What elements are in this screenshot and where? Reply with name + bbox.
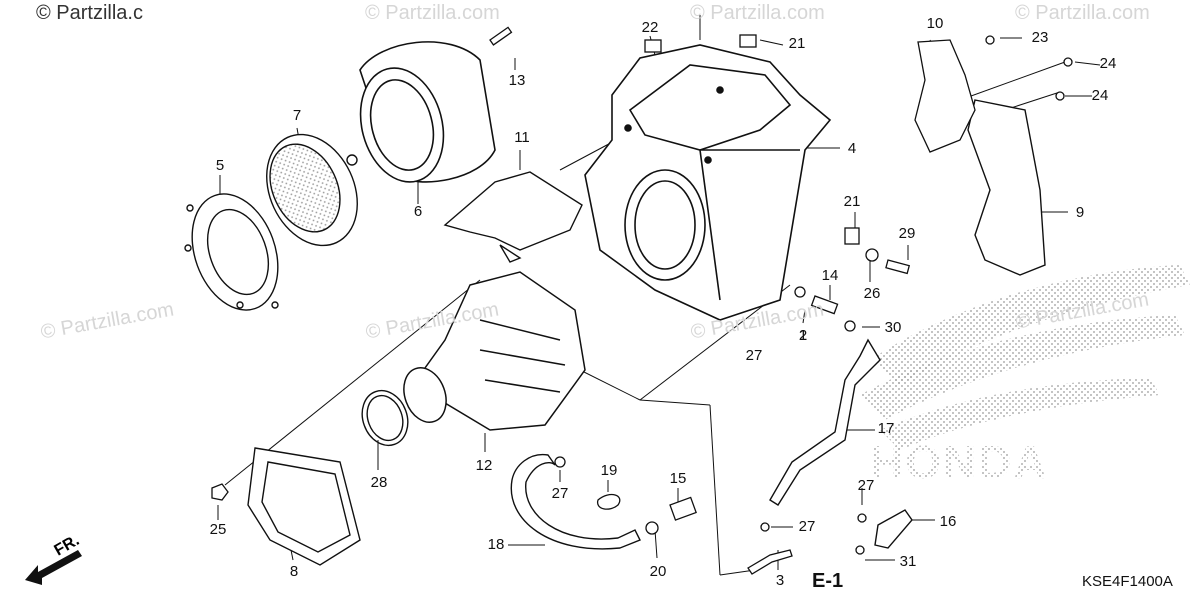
- part-20-nut: [645, 521, 659, 535]
- part-callout-17: 17: [878, 420, 895, 437]
- part-21-clip-lower: [844, 227, 860, 245]
- part-callout-9: 9: [1076, 204, 1084, 221]
- part-29-bolt: [885, 259, 911, 275]
- part-callout-26: 26: [864, 285, 881, 302]
- honda-wing-logo: HONDA: [860, 265, 1190, 488]
- diagram-code: KSE4F1400A: [1082, 573, 1173, 590]
- part-callout-24: 24: [1100, 55, 1117, 72]
- part-24-screw-lower: [1055, 91, 1065, 101]
- part-17-hose: [769, 338, 881, 506]
- part-callout-12: 12: [476, 457, 493, 474]
- part-13-bolt: [489, 26, 513, 46]
- part-callout-21: 21: [789, 35, 806, 52]
- section-reference: E-1: [812, 570, 844, 592]
- part-3-joint: [747, 549, 793, 575]
- watermark: © Partzilla.com: [365, 2, 500, 24]
- part-25-nut: [211, 483, 229, 501]
- part-callout-11: 11: [514, 129, 530, 146]
- part-7-filter-cage: [266, 133, 358, 247]
- part-callout-15: 15: [670, 470, 687, 487]
- watermark: © Partzilla.com: [1015, 2, 1150, 24]
- part-callout-3: 3: [776, 572, 784, 589]
- part-28-clamp-band: [361, 389, 409, 447]
- honda-logo-text: HONDA: [870, 436, 1049, 488]
- part-callout-21: 21: [844, 193, 861, 210]
- part-callout-27: 27: [552, 485, 569, 502]
- part-callout-7: 7: [293, 107, 301, 124]
- part-callout-19: 19: [601, 462, 618, 479]
- part-callout-16: 16: [940, 513, 957, 530]
- part-26-washer: [865, 248, 879, 262]
- part-24-screw: [1063, 57, 1073, 67]
- part-callout-27: 27: [799, 518, 816, 535]
- part-27-clip-mid: [760, 522, 770, 532]
- small-hardware: [211, 26, 1073, 575]
- part-callout-8: 8: [290, 563, 298, 580]
- watermark: © Partzilla.com: [690, 2, 825, 24]
- part-callout-20: 20: [650, 563, 667, 580]
- part-callout-6: 6: [414, 203, 422, 220]
- part-31-clip: [855, 545, 865, 555]
- part-22-clip: [644, 39, 662, 53]
- part-23-screw: [985, 35, 995, 45]
- part-18-hose: [510, 453, 641, 550]
- part-callout-2: 2: [799, 327, 807, 344]
- part-callout-29: 29: [899, 225, 916, 242]
- part-callout-28: 28: [371, 474, 388, 491]
- part-callout-4: 4: [848, 140, 856, 157]
- part-callout-5: 5: [216, 157, 224, 174]
- copyright-notice: © Partzilla.c: [36, 2, 143, 24]
- front-arrow: FR.: [25, 532, 82, 585]
- part-callout-25: 25: [210, 521, 227, 538]
- part-12-intake-duct: [403, 271, 586, 431]
- part-10-plate: [914, 39, 976, 153]
- part-5-holder: [184, 193, 279, 311]
- part-14-fitting: [810, 295, 839, 315]
- part-21-clip: [739, 34, 757, 48]
- part-callout-18: 18: [488, 536, 505, 553]
- part-callout-13: 13: [509, 72, 526, 89]
- part-15-plug: [669, 496, 697, 521]
- part-callout-10: 10: [927, 15, 944, 32]
- part-callout-24: 24: [1092, 87, 1109, 104]
- part-8-gasket: [247, 447, 361, 566]
- part-4-air-cleaner-case: [584, 44, 832, 321]
- part-number-callouts: 1234567891011121314151617181920212122232…: [210, 15, 1117, 589]
- part-callout-31: 31: [900, 553, 917, 570]
- part-19-clip: [597, 493, 621, 510]
- part-27-clip: [554, 456, 566, 468]
- part-11-bracket: [443, 171, 583, 263]
- part-callout-1: 1: [799, 327, 807, 344]
- part-16-tube: [874, 509, 913, 549]
- part-2-clip: [794, 286, 806, 298]
- part-callout-27: 27: [746, 347, 763, 364]
- part-callout-22: 22: [642, 19, 659, 36]
- part-27-clip-right: [857, 513, 867, 523]
- part-9-cover: [967, 99, 1046, 276]
- part-callout-30: 30: [885, 319, 902, 336]
- part-callout-27: 27: [858, 477, 875, 494]
- part-30-clip: [844, 320, 856, 332]
- part-callout-14: 14: [822, 267, 839, 284]
- part-6-filter-element: [359, 41, 496, 183]
- part-callout-23: 23: [1032, 29, 1049, 46]
